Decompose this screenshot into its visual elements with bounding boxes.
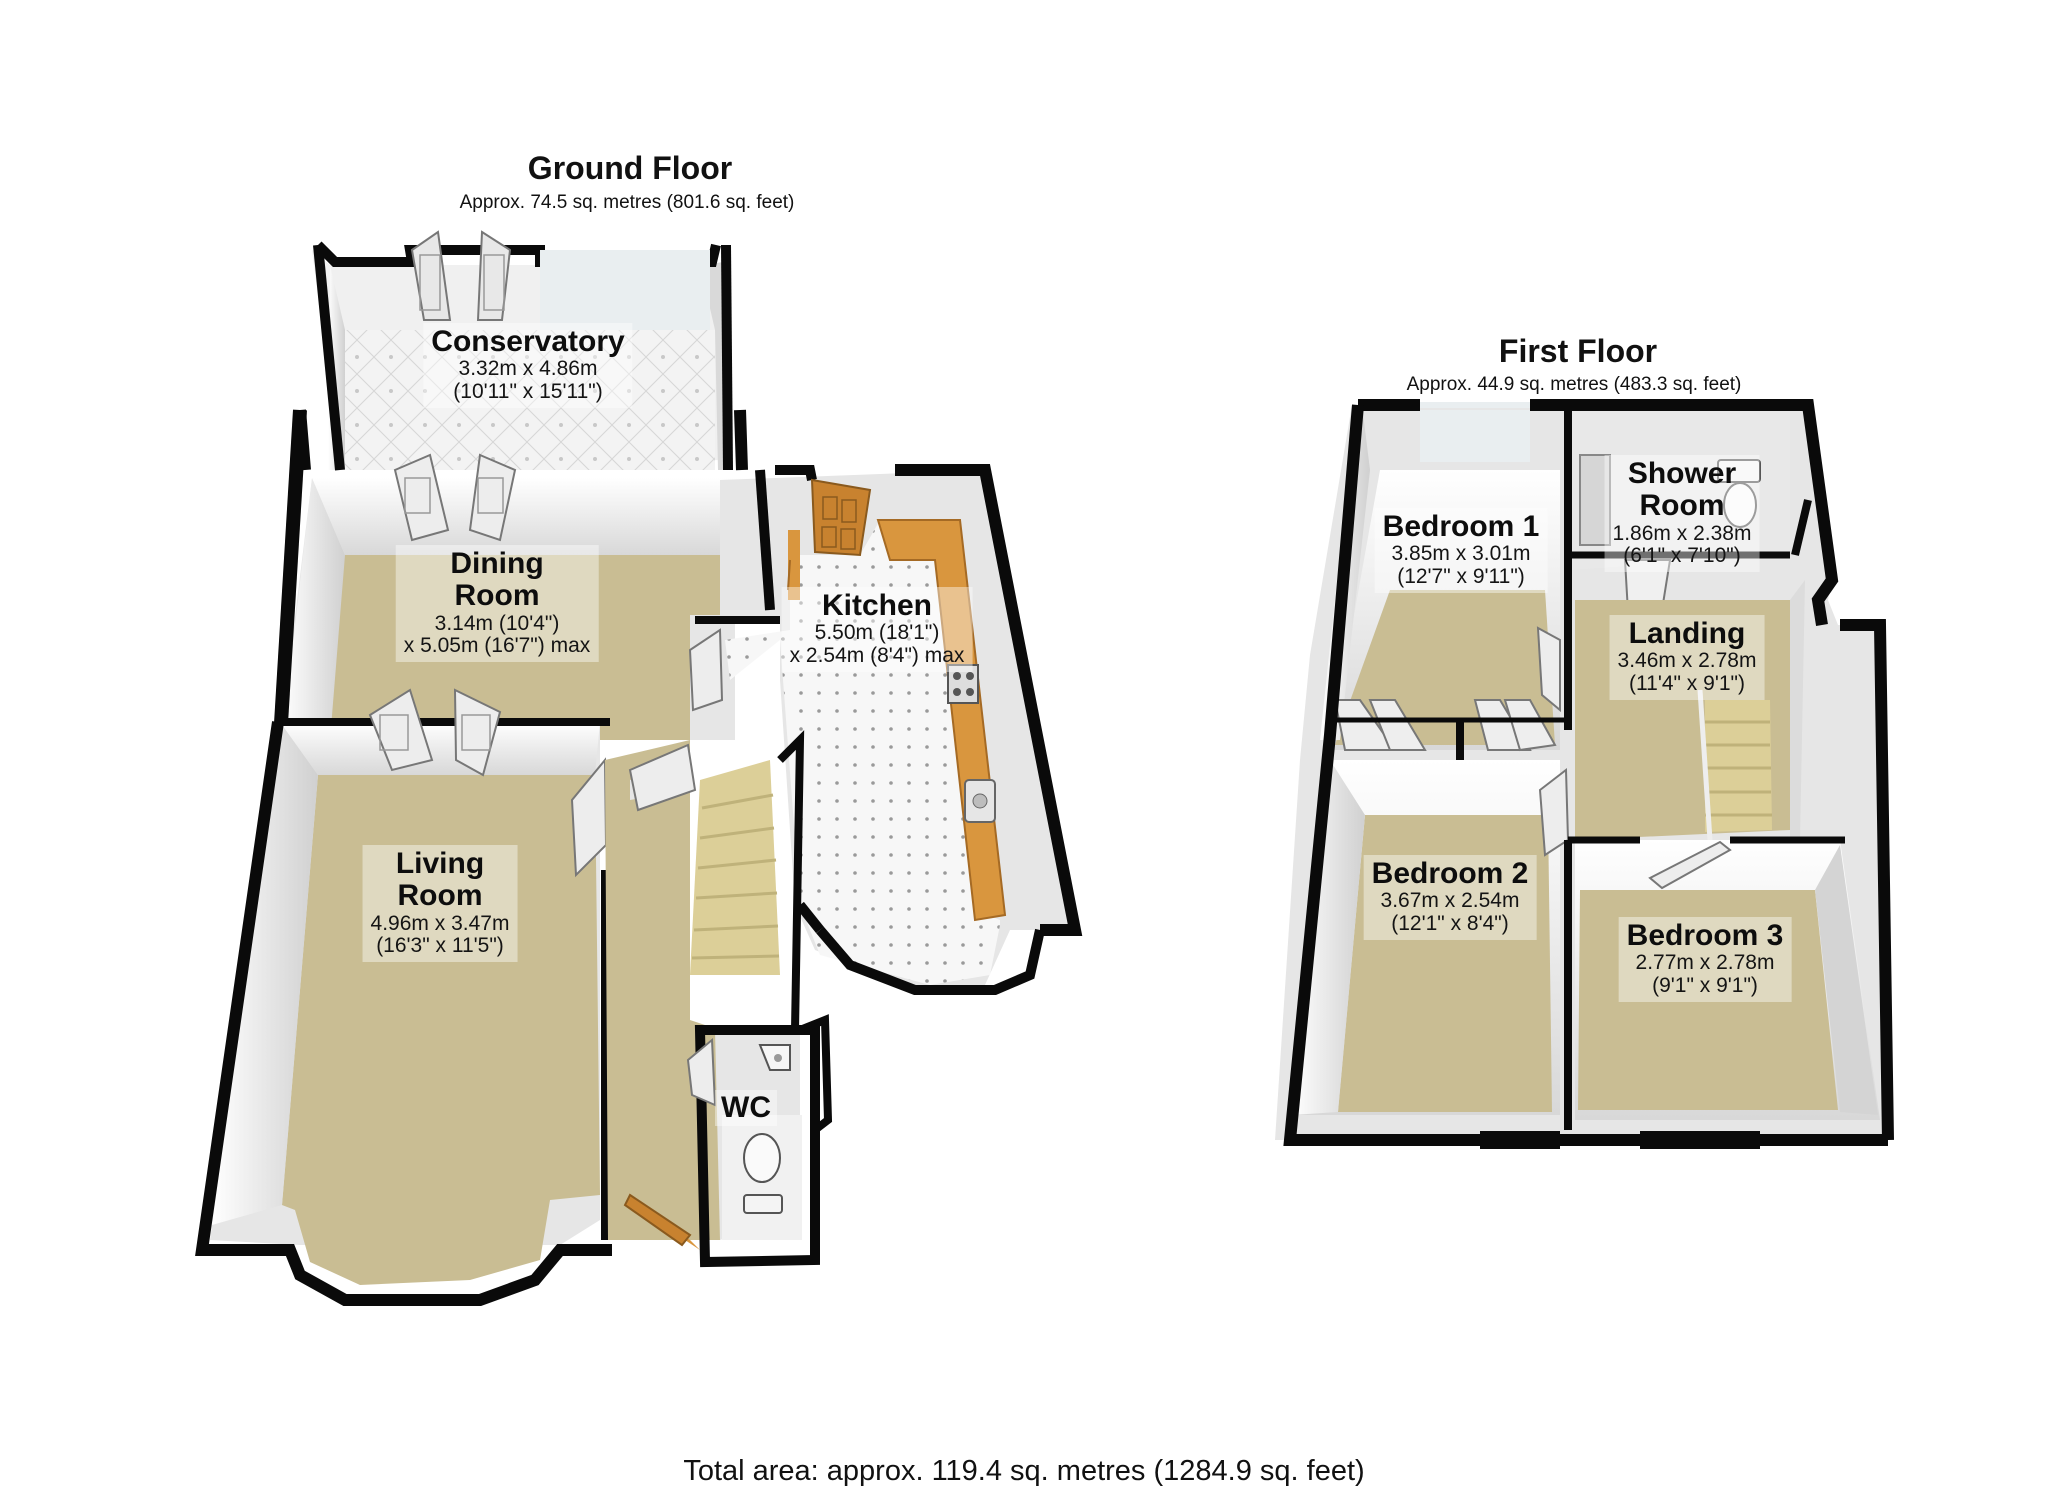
front-door [623, 1193, 692, 1247]
ground-floor-area: Approx. 74.5 sq. metres (801.6 sq. feet) [459, 192, 795, 213]
bedroom-1 [1320, 405, 1565, 760]
room-dimension-imperial: (9'1" x 9'1") [1652, 974, 1758, 998]
wc [686, 1014, 833, 1268]
room-dimension: 3.85m x 3.01m [1391, 542, 1531, 566]
dining-room-label: Dining Room 3.14m (10'4") x 5.05m (16'7"… [395, 545, 599, 663]
kitchen-label: Kitchen 5.50m (18'1") x 2.54m (8'4") max [781, 587, 973, 672]
room-name: Conservatory [431, 325, 625, 358]
room-dimension-imperial: (6'1" x 7'10") [1623, 544, 1741, 568]
room-name-line2: Room [1639, 489, 1725, 523]
ground-stairs [690, 730, 805, 1031]
living-room-label: Living Room 4.96m x 3.47m (16'3" x 11'5"… [362, 845, 518, 963]
ground-floor-title: Ground Floor [527, 150, 733, 186]
room-name: Dining [450, 547, 544, 580]
room-name: WC [721, 1091, 771, 1124]
shower-room-label: Shower Room 1.86m x 2.38m (6'1" x 7'10") [1604, 455, 1760, 573]
room-dimension: 2.77m x 2.78m [1635, 951, 1775, 975]
room-dimension: 5.50m (18'1") [814, 621, 940, 645]
room-dimension: 3.32m x 4.86m [458, 357, 598, 381]
room-dimension-2: x 2.54m (8'4") max [789, 644, 965, 668]
kitchen [688, 464, 1083, 995]
bedroom-3-label: Bedroom 3 2.77m x 2.78m (9'1" x 9'1") [1618, 917, 1792, 1002]
room-dimension: 1.86m x 2.38m [1612, 521, 1752, 545]
room-name: Bedroom 3 [1626, 919, 1784, 952]
bedroom-2-label: Bedroom 2 3.67m x 2.54m (12'1" x 8'4") [1363, 855, 1537, 940]
room-dimension: 3.46m x 2.78m [1617, 649, 1757, 673]
bedroom-2 [1290, 760, 1572, 1130]
first-floor [1275, 399, 1894, 1149]
room-dimension-imperial: (10'11" x 15'11") [453, 380, 603, 404]
room-dimension-imperial: (12'7" x 9'11") [1397, 565, 1525, 589]
first-floor-area: Approx. 44.9 sq. metres (483.3 sq. feet) [1406, 374, 1742, 395]
dining-room [273, 409, 762, 741]
landing-label: Landing 3.46m x 2.78m (11'4" x 9'1") [1609, 615, 1765, 700]
room-dimension-imperial: (12'1" x 8'4") [1391, 912, 1509, 936]
room-name: Landing [1628, 617, 1746, 650]
room-dimension: 3.67m x 2.54m [1380, 889, 1520, 913]
room-name: Living [395, 847, 485, 880]
total-area: Total area: approx. 119.4 sq. metres (12… [683, 1455, 1365, 1487]
room-name: Bedroom 1 [1382, 510, 1540, 543]
room-dimension-2: x 5.05m (16'7") max [403, 634, 591, 658]
first-floor-title: First Floor [1498, 333, 1658, 369]
conservatory-label: Conservatory 3.32m x 4.86m (10'11" x 15'… [423, 323, 633, 408]
bedroom-1-label: Bedroom 1 3.85m x 3.01m (12'7" x 9'11") [1374, 508, 1548, 593]
bedroom-3 [1568, 836, 1880, 1120]
room-dimension: 4.96m x 3.47m [370, 911, 510, 935]
room-name-line2: Room [397, 879, 483, 913]
room-dimension-imperial: (16'3" x 11'5") [376, 934, 504, 958]
room-name-line2: Room [454, 579, 540, 613]
room-name: Kitchen [821, 589, 933, 622]
ground-floor [195, 230, 1083, 1306]
living-room [195, 688, 612, 1306]
conservatory [312, 230, 733, 471]
shower-room [1564, 410, 1790, 730]
room-name: Bedroom 2 [1371, 857, 1529, 890]
room-dimension-imperial: (11'4" x 9'1") [1629, 672, 1745, 696]
wc-label: WC [715, 1090, 777, 1127]
landing [1575, 580, 1805, 841]
room-name: Shower [1627, 457, 1737, 490]
room-dimension: 3.14m (10'4") [434, 611, 560, 635]
